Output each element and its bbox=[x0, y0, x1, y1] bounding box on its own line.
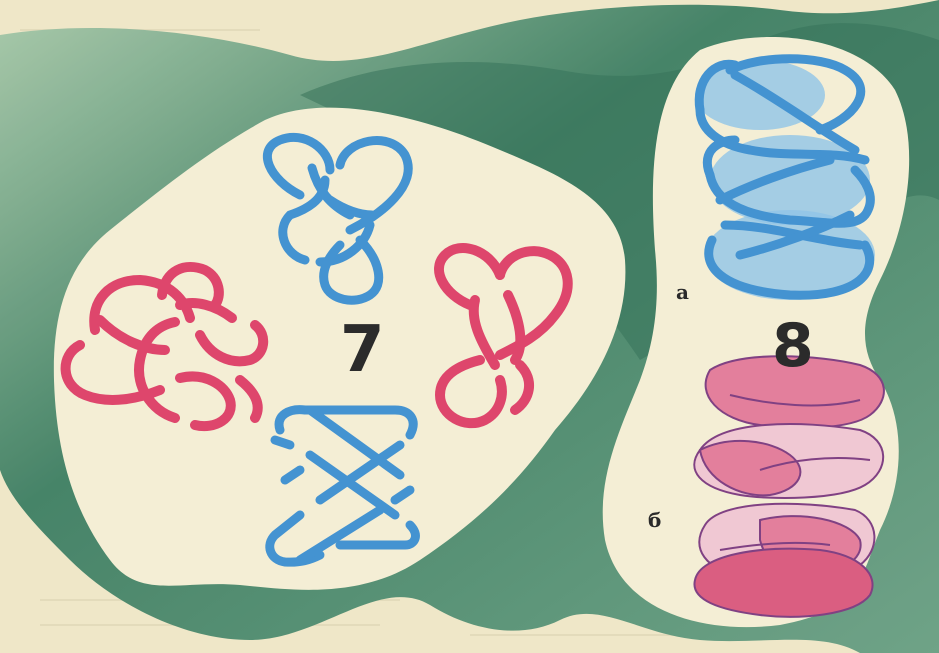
figure-number-8: 8 bbox=[772, 316, 814, 376]
sublabel-a: а bbox=[676, 280, 689, 304]
figure-number-7: 7 bbox=[340, 318, 385, 382]
sublabel-b: б bbox=[648, 508, 661, 532]
